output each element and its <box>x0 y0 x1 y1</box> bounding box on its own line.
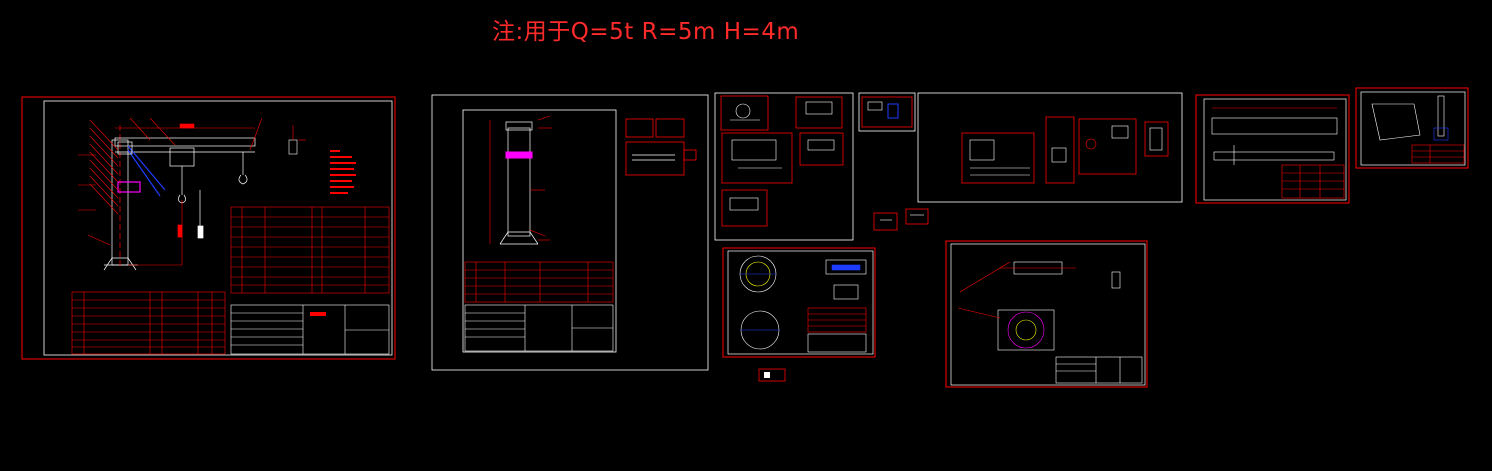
crane-column <box>103 125 138 271</box>
column-dimensions <box>489 115 552 244</box>
column-body <box>499 121 539 245</box>
sheet-slewing-bearing-drawing[interactable] <box>722 247 876 358</box>
parts-list-table <box>230 206 390 294</box>
crane-jib-boom <box>114 137 256 239</box>
revision-table <box>71 291 226 355</box>
column-flange-highlight <box>505 151 533 159</box>
side-view <box>288 125 306 155</box>
sheet-base-plate-drawing[interactable] <box>917 92 1183 203</box>
technical-notes-block <box>330 150 356 194</box>
sheet-small-parts-cluster[interactable] <box>873 208 929 231</box>
dimension-lines <box>78 117 263 266</box>
column-title-block <box>464 304 614 352</box>
sheet-bracket-drawing[interactable] <box>1355 87 1469 169</box>
sheet-beam-drawing[interactable] <box>1195 94 1350 204</box>
sheet-column-assembly[interactable] <box>431 94 709 371</box>
drawing-note-title: 注:用于Q=5t R=5m H=4m <box>492 19 800 45</box>
column-detail-views <box>625 118 697 176</box>
sheet-jib-crane-general-assembly[interactable] <box>21 96 396 360</box>
sheet-small-part-b[interactable] <box>758 368 786 382</box>
sheet-small-part-a[interactable] <box>858 92 916 132</box>
sheet-base-plate-large[interactable] <box>945 240 1148 388</box>
slewing-ring-highlight <box>117 181 141 193</box>
title-block <box>230 304 390 355</box>
column-parts-table <box>464 261 614 303</box>
sheet-parts-group-a[interactable] <box>714 92 854 241</box>
